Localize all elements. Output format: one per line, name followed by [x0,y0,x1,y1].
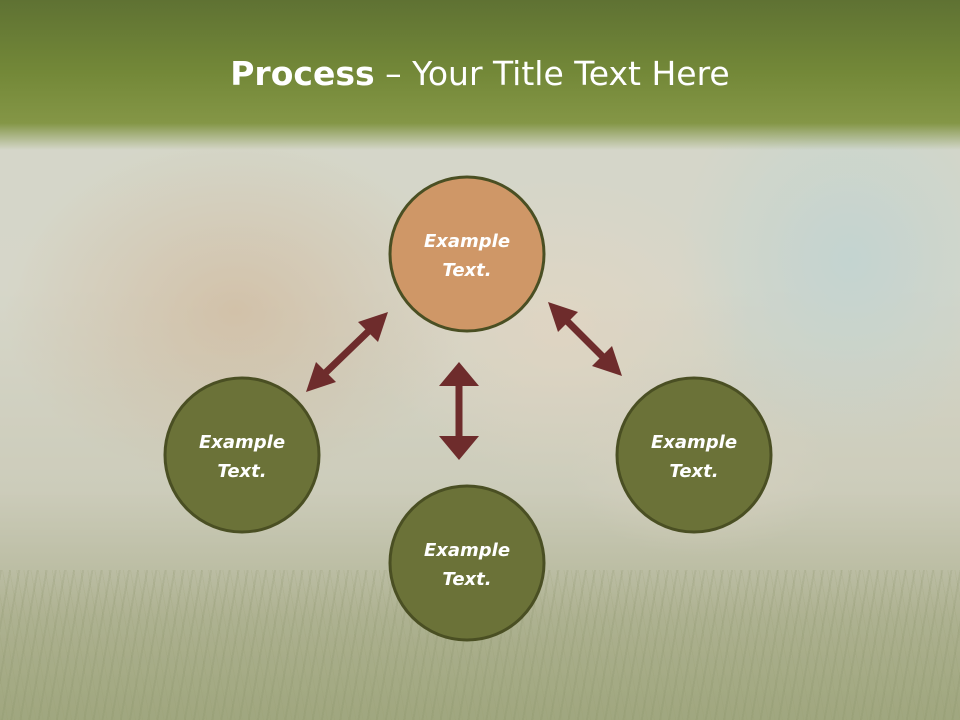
node-left: Example Text. [163,376,321,534]
node-top-line1: Example [424,231,510,252]
arrow-top-left [306,312,388,392]
title-bar: Process – Your Title Text Here [0,0,960,150]
title-rest: Your Title Text Here [412,54,730,93]
arrow-vertical [439,362,479,460]
node-bottom-line2: Text. [442,569,491,590]
node-left-line1: Example [199,432,285,453]
node-bottom-line1: Example [424,540,510,561]
slide-title: Process – Your Title Text Here [0,52,960,96]
arrow-top-right [548,302,622,376]
node-right: Example Text. [615,376,773,534]
node-right-line1: Example [651,432,737,453]
node-bottom: Example Text. [388,484,546,642]
title-dash: – [374,54,413,93]
node-top: Example Text. [388,175,546,333]
node-left-line2: Text. [217,461,266,482]
title-bold: Process [230,54,375,93]
node-top-line2: Text. [442,260,491,281]
node-right-line2: Text. [669,461,718,482]
